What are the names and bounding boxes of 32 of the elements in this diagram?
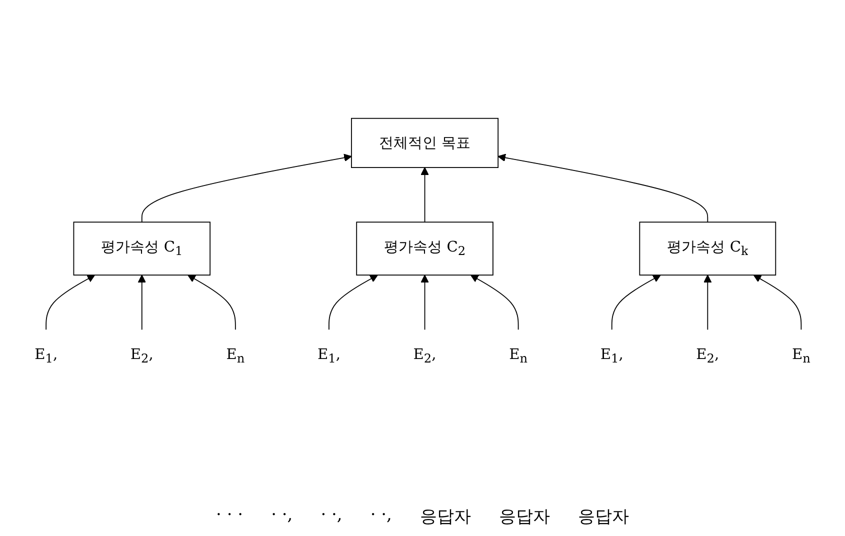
node-text: E$_{2}$,	[130, 345, 154, 366]
arrow	[420, 167, 429, 223]
node-text: E$_{1}$,	[600, 345, 624, 366]
node-text: E$_{n}$	[792, 345, 810, 366]
note-text: 응답자	[498, 506, 550, 528]
arrow	[46, 274, 96, 330]
arrow	[498, 154, 708, 223]
arrow	[420, 274, 429, 330]
node-text: E$_{n}$	[509, 345, 528, 366]
note-text: · ·,	[271, 505, 293, 527]
node-box: 평가속성 C$_{2}$	[356, 222, 494, 276]
node-text: E$_{1}$,	[317, 345, 340, 366]
arrow	[188, 274, 236, 330]
note-text: · · ·	[216, 505, 244, 527]
node-text: E$_{2}$,	[413, 345, 436, 366]
arrow	[753, 274, 802, 330]
node-text: E$_{2}$,	[696, 345, 720, 366]
node-text: E$_{n}$	[226, 345, 245, 366]
note-text: · ·,	[370, 505, 392, 527]
node-box: 평가속성 C$_{1}$	[73, 222, 211, 276]
note-text: 응답자	[578, 506, 629, 528]
node-box: 평가속성 C$_{k}$	[639, 222, 776, 276]
arrow	[611, 274, 661, 330]
note-text: · ·,	[320, 505, 342, 527]
node-box: 전체적인 목표	[351, 118, 499, 168]
arrow	[470, 274, 519, 330]
arrow	[138, 274, 146, 330]
node-text: E$_{1}$,	[34, 345, 58, 366]
note-text: 응답자	[420, 506, 471, 528]
arrow	[328, 274, 378, 330]
arrow	[704, 274, 712, 330]
arrow	[141, 154, 352, 223]
